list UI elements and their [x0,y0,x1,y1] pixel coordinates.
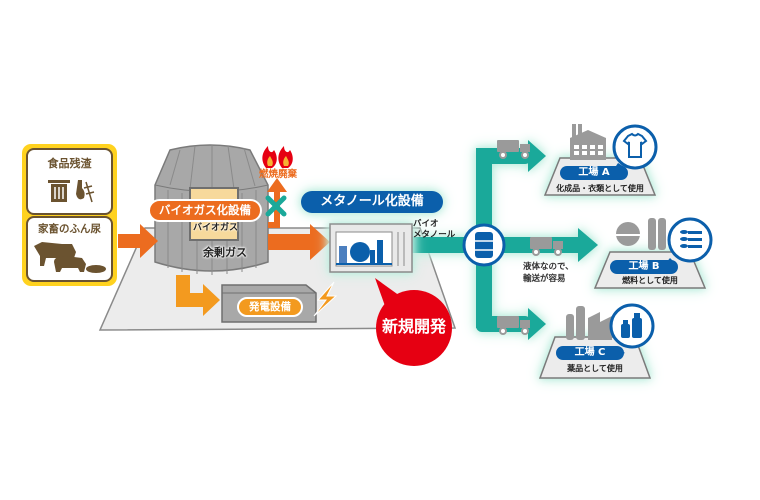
t-shirt-icon [622,132,648,158]
power-plant-label: 発電設備 [237,297,303,317]
factory-c-usage: 薬品として使用 [567,364,623,373]
methanol-unit [329,223,413,273]
lightning-icon [313,281,338,317]
biomass-inputs-panel: 食品残渣 家畜のふん尿 [22,144,117,286]
surplus-gas-label: 余剰ガス [203,246,247,259]
biogas-plant-title: バイオガス化設備 [148,199,262,222]
factory-a-name: 工場 A [560,166,628,180]
biomass-feed-arrow [118,224,158,258]
output-label-line2: メタノール [413,230,456,240]
flare-label: 燃焼廃棄 [259,169,298,180]
flame-icon [262,146,293,168]
trash-can-icon [48,180,95,203]
methanol-plant-title: メタノール化設備 [301,191,443,213]
output-label-line1: バイオ [413,219,439,229]
manure-label: 家畜のふん尿 [38,223,101,235]
truck-icon [497,140,530,159]
medicine-bottle-icon [621,313,642,338]
power-feed-arrow [176,275,220,316]
truck-icon [530,237,563,256]
transport-note-line1: 液体なので、 [523,262,574,272]
factory-b-usage: 燃料として使用 [622,276,678,285]
factory-c-name: 工場 C [556,346,624,360]
new-development-label: 新規開発 [381,317,446,336]
new-development-bubble [375,278,452,366]
food-waste-label: 食品残渣 [47,157,92,170]
surplus-gas-arrow [268,224,330,260]
livestock-icon [34,242,106,273]
factory-b [593,217,713,289]
biogas-label: バイオガス [193,223,239,233]
factory-a-usage: 化成品・衣類として使用 [556,184,644,193]
x-mark-icon [265,195,287,217]
methanol-drum-icon [462,223,506,267]
transport-note-line2: 輸送が容易 [523,274,566,284]
burner-flame-icon [680,230,702,248]
manure-card: 家畜のふん尿 [26,216,113,282]
truck-icon [497,316,530,335]
food-waste-card: 食品残渣 [26,148,113,215]
factory-b-name: 工場 B [610,260,678,274]
